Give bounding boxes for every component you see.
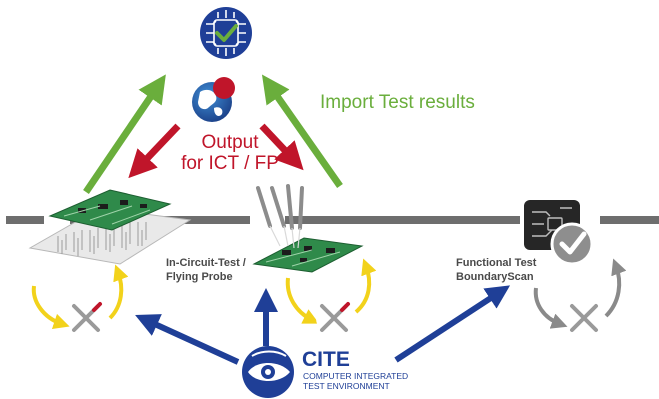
cite-title: CITE bbox=[302, 348, 350, 371]
repair-tools-icon bbox=[316, 300, 352, 336]
functional-label-line2: BoundaryScan bbox=[456, 271, 534, 283]
output-label-line1: Output bbox=[201, 132, 259, 153]
repair-cycle-functional bbox=[533, 258, 627, 336]
repair-tools-icon bbox=[68, 300, 104, 336]
repair-cycle-ict bbox=[31, 264, 129, 336]
repair-cycle-flying-probe bbox=[285, 258, 377, 336]
ict-label-line1: In-Circuit-Test / bbox=[166, 257, 246, 269]
import-arrows bbox=[83, 74, 343, 194]
flying-probe-board bbox=[252, 184, 364, 273]
globe-icon bbox=[192, 77, 235, 122]
circuit-check-icon bbox=[200, 7, 252, 59]
cite-subtitle-line1: COMPUTER INTEGRATED bbox=[303, 371, 409, 381]
cite-subtitle: COMPUTER INTEGRATED TEST ENVIRONMENT bbox=[303, 371, 408, 391]
output-arrows bbox=[128, 123, 304, 179]
cite-subtitle-line2: TEST ENVIRONMENT bbox=[303, 381, 390, 391]
cite-arrows bbox=[135, 285, 511, 365]
cite-eye-logo bbox=[242, 346, 294, 398]
ict-label: In-Circuit-Test / Flying Probe bbox=[166, 256, 246, 284]
output-label-line2: for ICT / FP bbox=[181, 153, 279, 174]
output-label: Output for ICT / FP bbox=[170, 132, 290, 174]
ict-fixture bbox=[28, 189, 192, 265]
functional-label-line1: Functional Test bbox=[456, 257, 537, 269]
import-results-label: Import Test results bbox=[320, 92, 475, 113]
checkmark-badge-icon bbox=[524, 200, 594, 266]
repair-tools-icon bbox=[566, 300, 602, 336]
ict-label-line2: Flying Probe bbox=[166, 271, 233, 283]
functional-label: Functional Test BoundaryScan bbox=[456, 256, 536, 284]
